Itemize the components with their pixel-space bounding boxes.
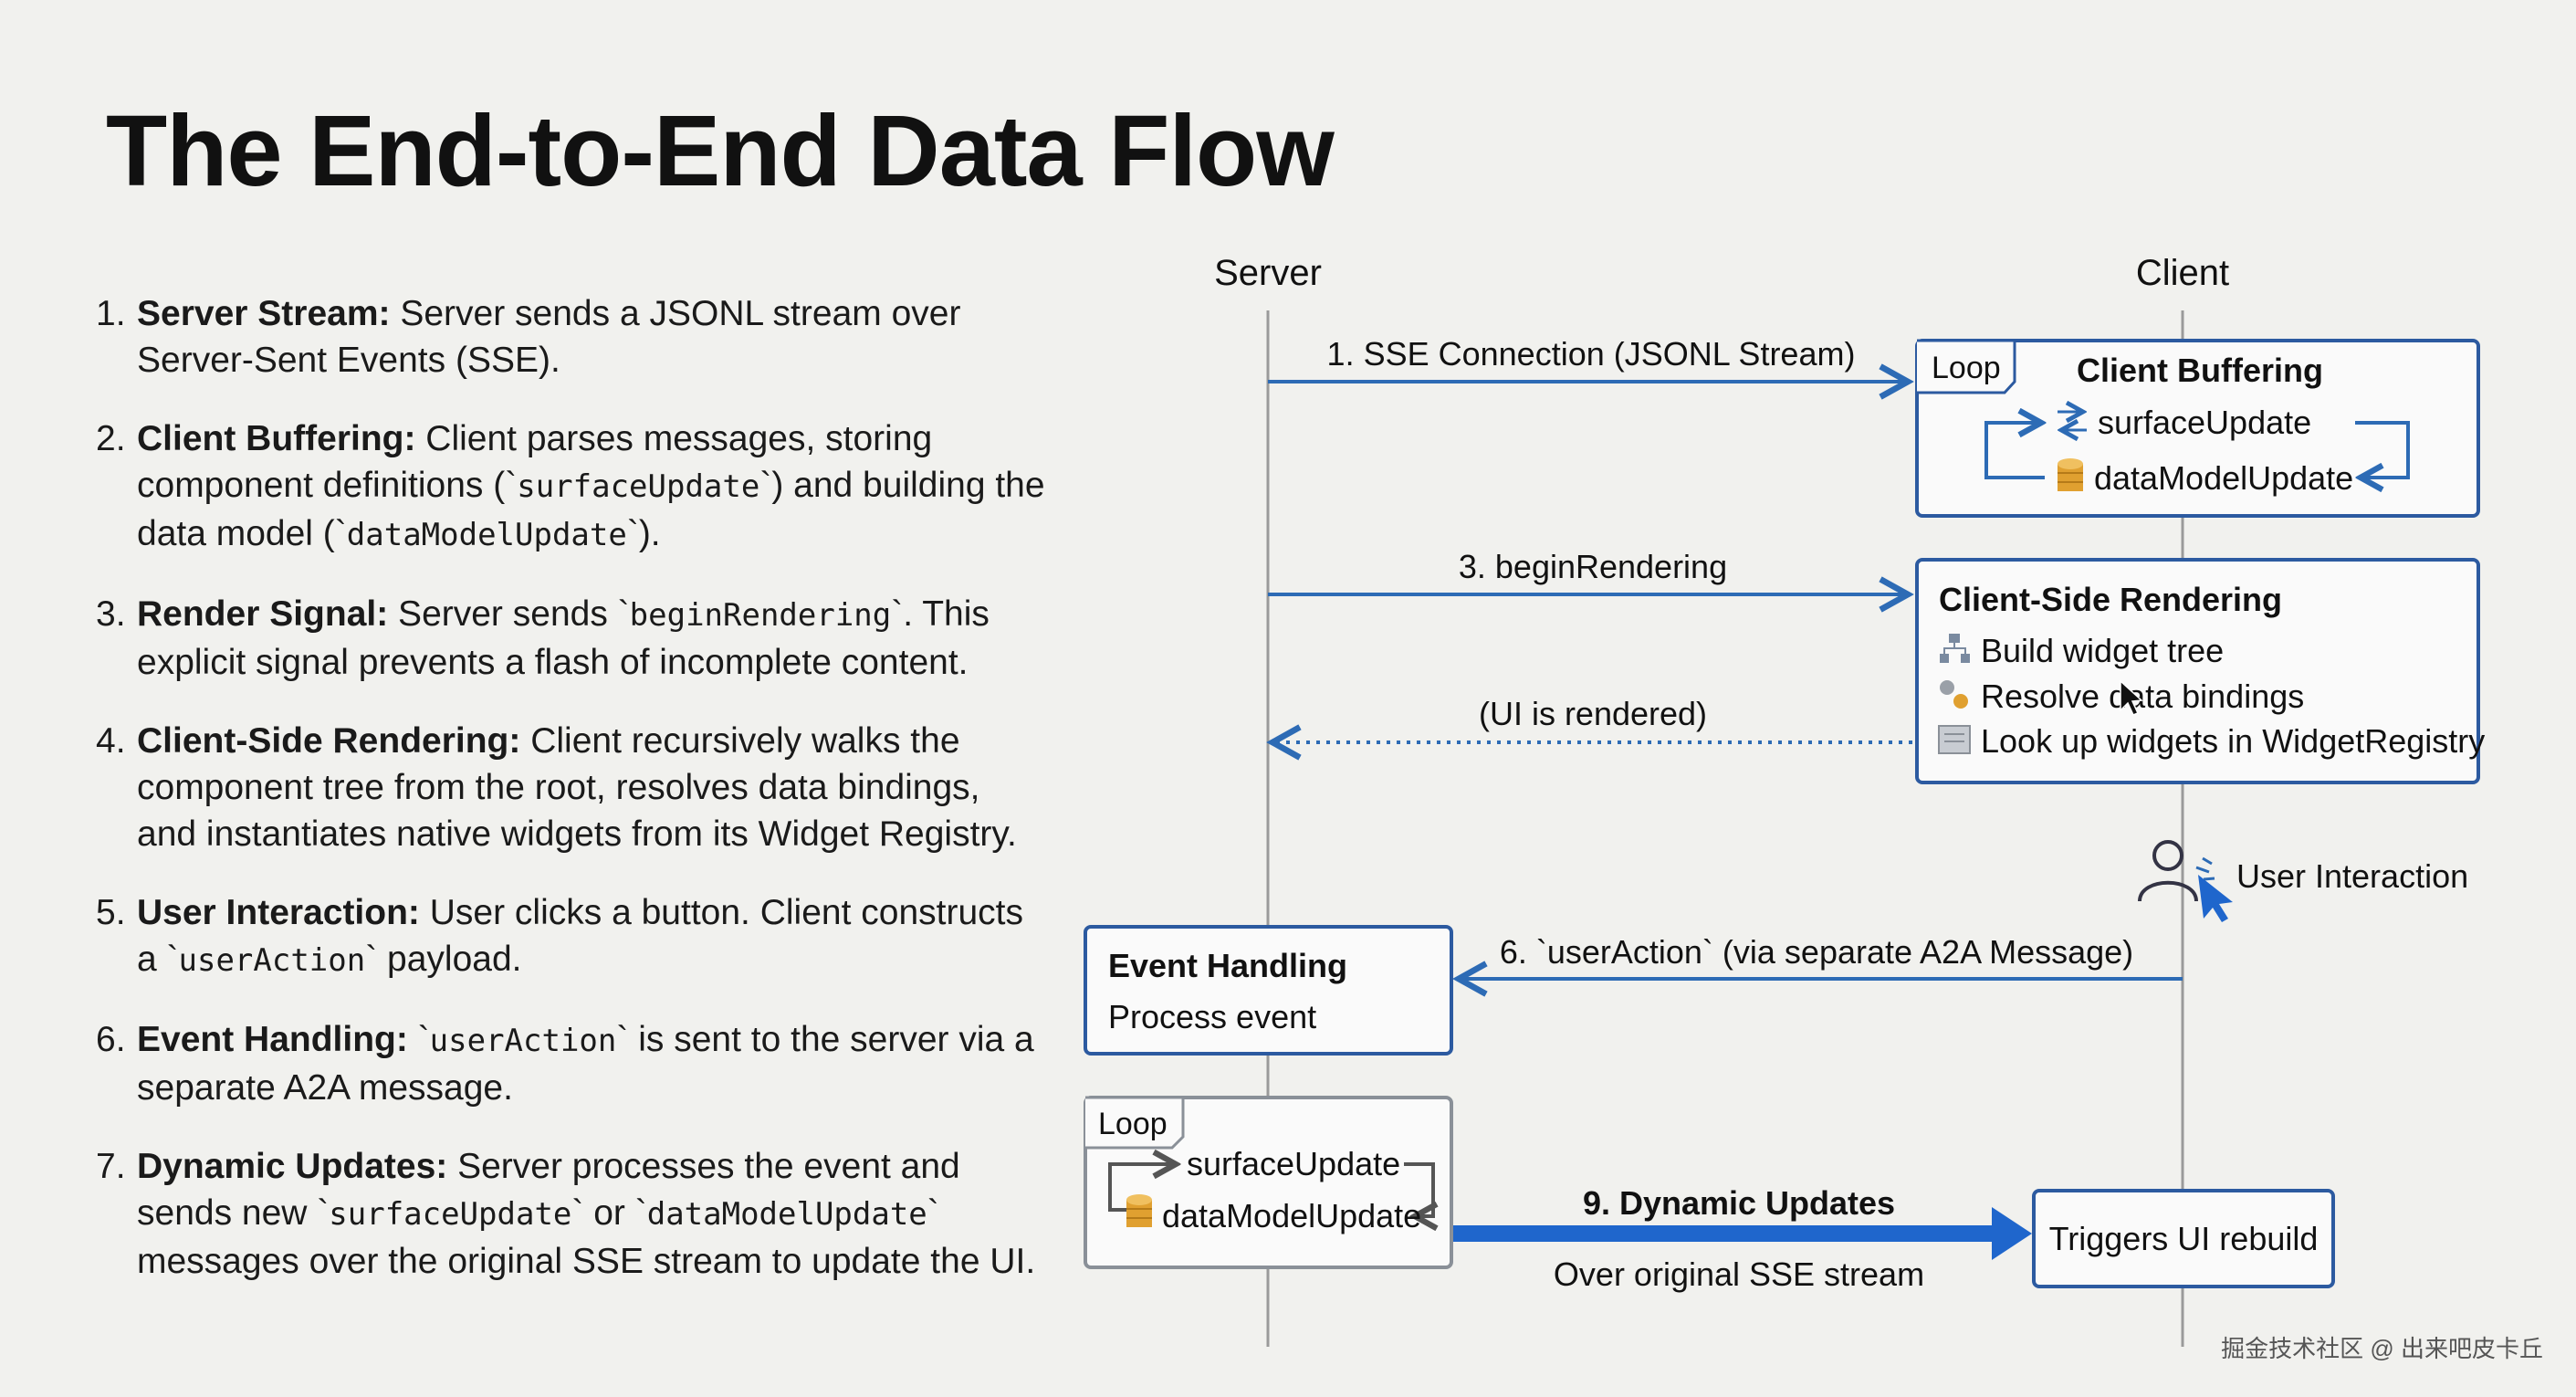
client-buffering-box: Loop Client Buffering surfaceUpdate data…: [1915, 339, 2480, 518]
step-number: 5.: [96, 893, 126, 932]
step-heading: Client-Side Rendering:: [137, 721, 521, 761]
step-item: 2. Client Buffering: Client parses messag…: [96, 415, 1045, 559]
client-rendering-box: Client-Side Rendering Build widget tree …: [1915, 558, 2485, 784]
client-buffering-title: Client Buffering: [2077, 352, 2323, 389]
step-item: 4. Client-Side Rendering: Client recursiv…: [96, 718, 1045, 857]
rebuild-box: Triggers UI rebuild: [2032, 1189, 2335, 1288]
step-text: ` or `: [571, 1193, 647, 1233]
step-code: dataModelUpdate: [346, 517, 627, 553]
rebuild-label: Triggers UI rebuild: [2049, 1220, 2319, 1257]
server-loop-box: Loop surfaceUpdate dataModelUpdate: [1084, 1096, 1453, 1269]
step-code: userAction: [429, 1023, 617, 1059]
step-text: ` payload.: [365, 940, 522, 979]
database-icon: [1126, 1194, 1152, 1227]
client-buffering-item2: dataModelUpdate: [2094, 459, 2353, 497]
link-icon: [1940, 680, 1968, 709]
msg9-title: 9. Dynamic Updates: [1583, 1184, 1895, 1222]
step-text: `. This explicit signal prevents a flash…: [137, 594, 990, 682]
step-item: 7. Dynamic Updates: Server processes the …: [96, 1143, 1045, 1285]
server-loop-item1: surfaceUpdate: [1187, 1145, 1400, 1182]
step-text: `) and building the data model (`: [137, 466, 1045, 553]
step-text: Server sends a JSONL stream over Server-…: [137, 294, 961, 380]
step-text: Server processes the event and sends new…: [137, 1147, 960, 1233]
step-heading: Render Signal:: [137, 594, 389, 634]
database-icon: [2058, 458, 2083, 491]
step-text: ` is sent to the server via a separate A…: [137, 1020, 1034, 1108]
registry-icon: [1938, 725, 1971, 754]
mouse-cursor-icon: [2120, 679, 2143, 716]
steps-list: 1. Server Stream: Server sends a JSONL st…: [96, 290, 1045, 1317]
step-item: 6. Event Handling: `userAction` is sent t…: [96, 1016, 1045, 1111]
client-rendering-item1: Build widget tree: [1981, 632, 2224, 669]
client-rendering-title: Client-Side Rendering: [1939, 581, 2282, 618]
ui-rendered-label: (UI is rendered): [1479, 695, 1707, 732]
step-heading: Dynamic Updates:: [137, 1147, 448, 1186]
watermark: 掘金技术社区 @ 出来吧皮卡丘: [2221, 1335, 2543, 1362]
step-number: 1.: [96, 294, 126, 333]
step-text: ` messages over the original SSE stream …: [137, 1193, 1036, 1281]
click-cursor-icon: [2198, 875, 2233, 922]
step-text: `: [407, 1020, 430, 1059]
client-rendering-item2: Resolve data bindings: [1981, 677, 2304, 715]
step-code: beginRendering: [629, 597, 892, 634]
server-label: Server: [1214, 253, 1322, 293]
step-number: 7.: [96, 1147, 126, 1186]
client-label: Client: [2136, 253, 2229, 293]
step-text: Client parses messages, storing componen…: [137, 419, 933, 505]
step-heading: Server Stream:: [137, 294, 391, 333]
msg1-label: 1. SSE Connection (JSONL Stream): [1327, 335, 1856, 373]
step-number: 3.: [96, 594, 126, 634]
client-buffering-item1: surfaceUpdate: [2098, 404, 2311, 441]
step-text: User clicks a button. Client constructs …: [137, 893, 1023, 979]
step-code: dataModelUpdate: [646, 1196, 927, 1233]
tree-icon: [1940, 634, 1970, 663]
msg3-label: 3. beginRendering: [1459, 548, 1727, 585]
client-buffering-loop-tag: Loop: [1932, 351, 2001, 385]
swap-icon: [2058, 412, 2087, 430]
user-icon: [2138, 840, 2233, 922]
step-heading: User Interaction:: [137, 893, 420, 932]
server-loop-tag: Loop: [1098, 1107, 1168, 1141]
step-number: 6.: [96, 1020, 126, 1059]
client-rendering-item3: Look up widgets in WidgetRegistry: [1981, 722, 2485, 760]
step-text: `).: [626, 514, 661, 553]
step-heading: Event Handling:: [137, 1020, 408, 1059]
step-item: 5. User Interaction: User clicks a button…: [96, 889, 1045, 984]
server-loop-item2: dataModelUpdate: [1162, 1197, 1421, 1234]
event-handling-title: Event Handling: [1108, 947, 1347, 984]
user-interaction-label: User Interaction: [2236, 857, 2468, 895]
step-heading: Client Buffering:: [137, 419, 416, 458]
msg6-label: 6. `userAction` (via separate A2A Messag…: [1500, 933, 2133, 971]
step-number: 4.: [96, 721, 126, 761]
step-code: surfaceUpdate: [517, 468, 760, 505]
msg9-sub: Over original SSE stream: [1554, 1255, 1924, 1293]
msg9-arrow: [1453, 1207, 2032, 1260]
step-text: Client recursively walks the component t…: [137, 721, 1017, 854]
event-handling-box: Event Handling Process event: [1084, 925, 1453, 1056]
step-item: 1. Server Stream: Server sends a JSONL st…: [96, 290, 1045, 383]
step-number: 2.: [96, 419, 126, 458]
page-title: The End-to-End Data Flow: [106, 95, 1335, 207]
step-text: Server sends `: [388, 594, 630, 634]
step-code: surfaceUpdate: [329, 1196, 572, 1233]
step-item: 3. Render Signal: Server sends `beginRend…: [96, 591, 1045, 686]
event-handling-sub: Process event: [1108, 998, 1316, 1035]
step-code: userAction: [178, 942, 366, 979]
